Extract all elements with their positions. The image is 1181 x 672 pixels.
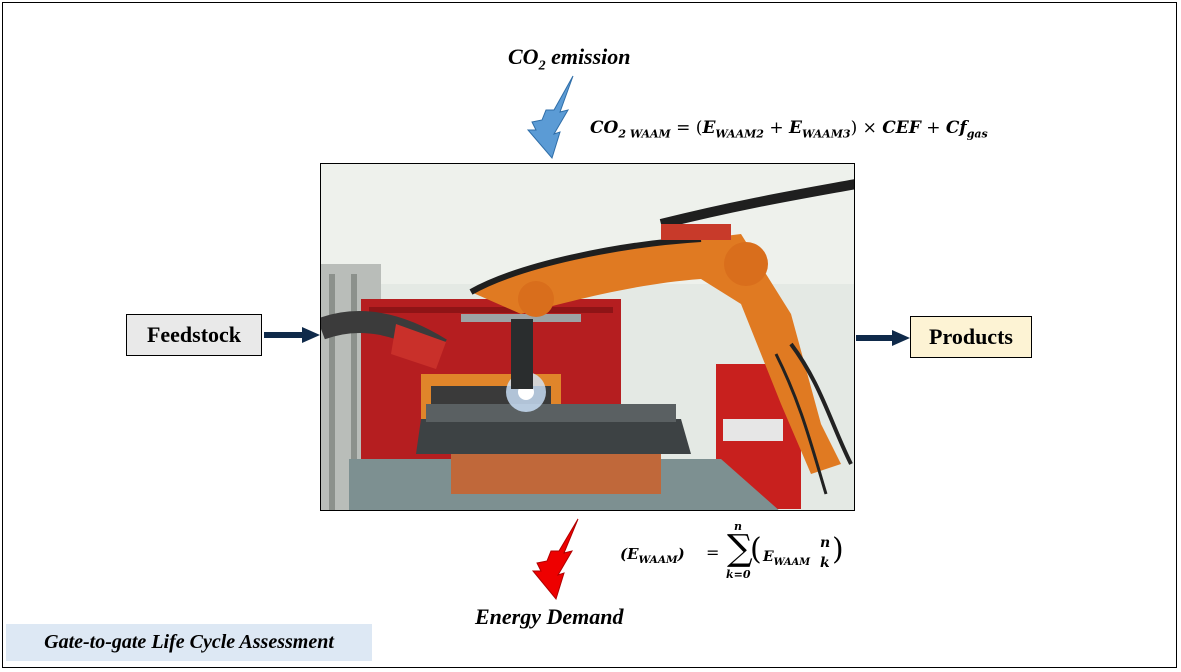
energy-lightning-icon [531, 518, 579, 601]
co2-formula: CO2 WAAM = (EWAAM2 + EWAAM3) × CEF + Cfg… [590, 118, 988, 141]
output-arrow-icon [856, 330, 910, 346]
waam-robot-cell-photo [320, 163, 855, 511]
energy-demand-title: Energy Demand [475, 604, 624, 629]
co2-emission-title: CO2 emission [508, 44, 631, 74]
input-arrow-icon [264, 327, 320, 343]
energy-formula: (EWAAM) = n ∑ k=0 ( EWAAM n k ) [620, 520, 844, 581]
products-box: Products [910, 316, 1032, 358]
feedstock-box: Feedstock [126, 314, 262, 356]
co2-lightning-icon [526, 75, 574, 160]
lca-scope-label: Gate-to-gate Life Cycle Assessment [6, 624, 372, 661]
